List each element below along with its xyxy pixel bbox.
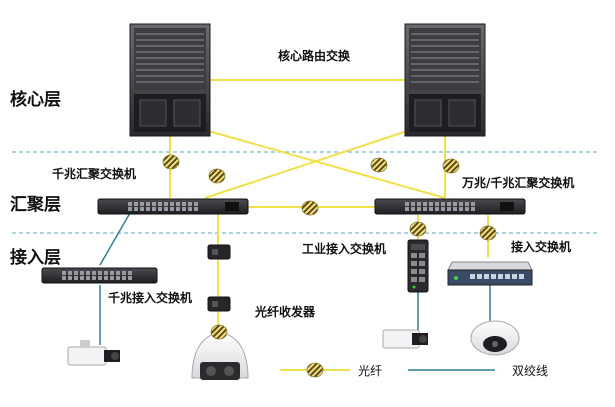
- core-chassis-right: [404, 23, 486, 137]
- gigabit-access-switch: [41, 267, 158, 284]
- link-marker: [442, 158, 460, 174]
- label-access-switch: 接入交换机: [511, 240, 572, 254]
- layer-title-aggregation: 汇聚层: [10, 195, 61, 215]
- link-marker: [301, 200, 319, 216]
- ten-gigabit-aggregation-switch: [374, 198, 526, 215]
- layer-title-access: 接入层: [10, 248, 61, 268]
- fiber-transceiver-top: [207, 244, 231, 260]
- dome-camera: [470, 320, 520, 356]
- link-markers: [162, 154, 497, 378]
- link-marker: [210, 324, 228, 340]
- link-marker: [370, 157, 388, 173]
- link-marker: [162, 154, 180, 170]
- legend-twisted-pair-label: 双绞线: [512, 364, 549, 378]
- link-marker: [479, 225, 497, 241]
- gigabit-aggregation-switch: [97, 198, 249, 215]
- fiber-link-cross-2: [204, 129, 411, 199]
- access-switch: [447, 261, 533, 286]
- label-gigabit-aggregation-switch: 千兆汇聚交换机: [52, 167, 137, 181]
- bullet-camera-left: [67, 340, 120, 366]
- link-marker: [208, 168, 226, 184]
- legend-fiber-label: 光纤: [358, 364, 383, 378]
- link-marker: [409, 221, 427, 237]
- ptz-camera: [191, 331, 249, 380]
- twisted-link-agg-to-access: [99, 212, 131, 266]
- layer-title-core: 核心层: [10, 90, 61, 110]
- label-fiber-transceiver: 光纤收发器: [255, 305, 316, 319]
- legend-fiber-marker: [306, 362, 324, 378]
- fiber-transceiver-bottom: [207, 296, 231, 312]
- label-ten-gigabit-aggregation-switch: 万兆/千兆汇聚交换机: [462, 176, 575, 190]
- label-core-routing-switch: 核心路由交换: [278, 49, 351, 63]
- twisted-pair-links: [99, 212, 495, 371]
- core-chassis-left: [129, 23, 211, 137]
- label-gigabit-access-switch: 千兆接入交换机: [108, 291, 193, 305]
- industrial-access-switch: [407, 239, 429, 293]
- bullet-camera-right: [382, 329, 428, 349]
- label-industrial-access-switch: 工业接入交换机: [302, 242, 387, 256]
- fiber-link-cross-1: [204, 129, 446, 199]
